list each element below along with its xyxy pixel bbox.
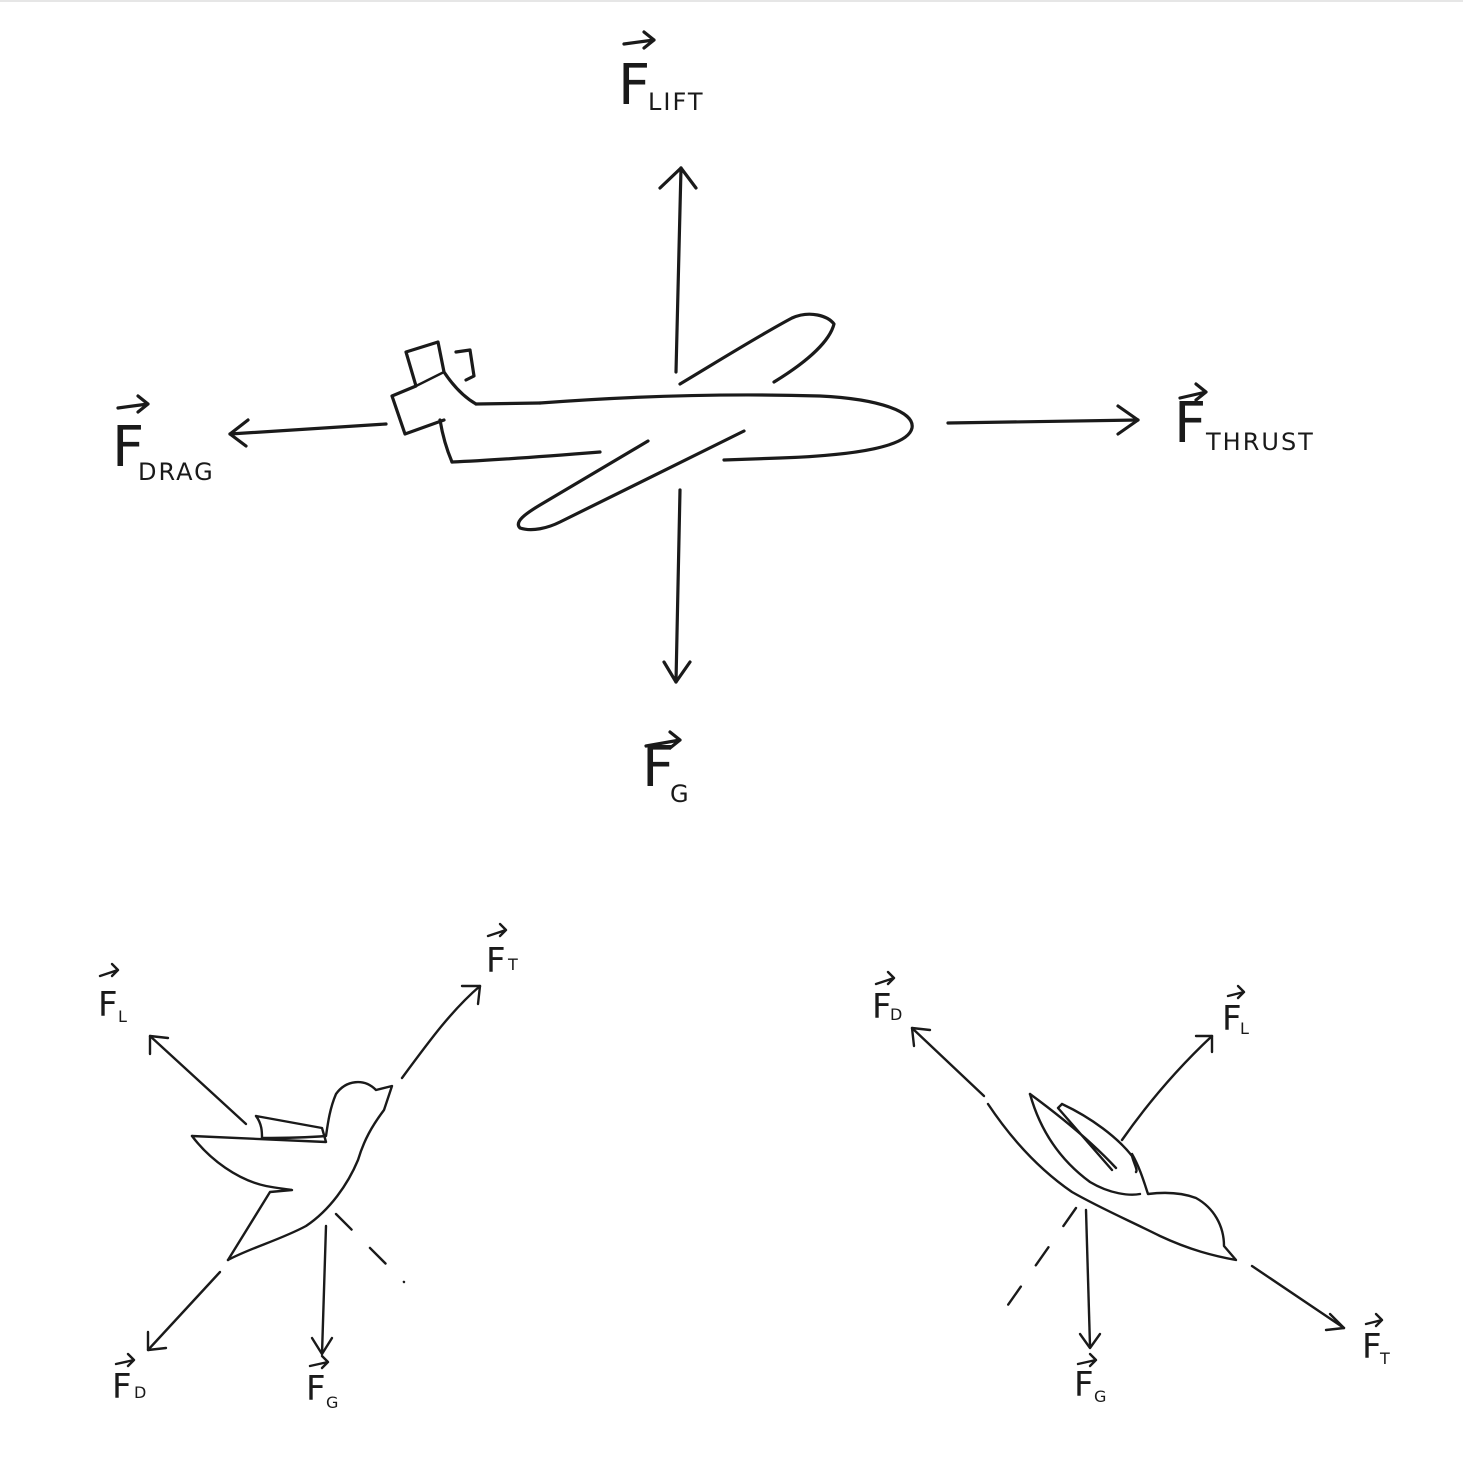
- bird-diving-gravity-symbol: F: [1074, 1365, 1094, 1405]
- airplane-drag-subscript: DRAG: [138, 458, 215, 486]
- bird-diving-gravity-label: F G: [1074, 1352, 1106, 1406]
- bird-climbing-wing: [190, 1134, 294, 1262]
- bird-diving-thrust-subscript: T: [1379, 1349, 1390, 1368]
- airplane-fuselage: [538, 393, 914, 462]
- bird-climbing-lift-label: F L: [98, 962, 127, 1026]
- airplane-drag-arrow: [228, 418, 388, 448]
- airplane-gravity-label: F G: [642, 730, 691, 808]
- bird-diving-drag-label: F D: [872, 970, 902, 1027]
- airplane-near-wing: [516, 429, 746, 532]
- bird-diving-group: F D F L F T F G: [872, 970, 1390, 1406]
- airplane-thrust-subscript: THRUST: [1205, 428, 1315, 456]
- airplane-lift-label: F LIFT: [618, 30, 705, 118]
- airplane-belly: [450, 450, 602, 464]
- airplane-group: F LIFT F DRAG F THRUST F G: [112, 30, 1315, 808]
- bird-climbing-gravity-arrow: [310, 1224, 334, 1356]
- airplane-lift-arrow: [658, 166, 698, 374]
- bird-climbing-drag-arrow: [146, 1270, 222, 1352]
- bird-climbing-group: F L F T F D F G: [98, 922, 518, 1412]
- bird-diving-gravity-subscript: G: [1094, 1387, 1106, 1406]
- bird-climbing-wing-top: [190, 1114, 328, 1144]
- bird-diving-lift-label: F L: [1222, 984, 1249, 1039]
- bird-diving-thrust-label: F T: [1362, 1312, 1390, 1368]
- bird-climbing-thrust-subscript: T: [507, 955, 518, 974]
- bird-climbing-lift-arrow: [148, 1034, 248, 1126]
- bird-diving-drag-arrow: [910, 1026, 986, 1098]
- airplane-tail-lower: [438, 418, 454, 464]
- bird-diving-drag-symbol: F: [872, 987, 892, 1027]
- airplane-tail-detail: [414, 370, 446, 388]
- bird-diving-wing-far: [1028, 1092, 1142, 1196]
- bird-diving-reference-line: [994, 1206, 1078, 1324]
- bird-climbing-gravity-symbol: F: [306, 1369, 326, 1409]
- bird-climbing-body: [226, 1081, 394, 1262]
- airplane-thrust-arrow: [946, 404, 1140, 436]
- airplane-tail-stab: [454, 348, 476, 382]
- bird-climbing-thrust-arrow: [400, 984, 482, 1080]
- airplane-far-wing: [678, 312, 836, 386]
- airplane-lift-subscript: LIFT: [648, 88, 705, 116]
- bird-diving-body: [986, 1102, 1238, 1262]
- airplane-lift-symbol: F: [618, 53, 650, 118]
- bird-diving-lift-arrow: [1120, 1034, 1214, 1142]
- airplane-thrust-label: F THRUST: [1174, 382, 1315, 456]
- bird-climbing-reference-line: [334, 1212, 406, 1284]
- bird-climbing-drag-label: F D: [112, 1352, 146, 1407]
- bird-climbing-drag-subscript: D: [134, 1383, 146, 1402]
- airplane-gravity-arrow: [662, 488, 692, 684]
- bird-diving-lift-symbol: F: [1222, 999, 1242, 1039]
- bird-climbing-thrust-symbol: F: [486, 941, 506, 981]
- airplane-fuselage-top: [474, 401, 542, 406]
- airplane-thrust-symbol: F: [1174, 391, 1206, 456]
- airplane-drag-label: F DRAG: [112, 394, 215, 486]
- bird-climbing-gravity-subscript: G: [326, 1393, 338, 1412]
- bird-climbing-drag-symbol: F: [112, 1367, 132, 1407]
- top-divider: [0, 0, 1463, 2]
- bird-diving-gravity-arrow: [1078, 1208, 1102, 1350]
- bird-diving-wing-near: [1028, 1092, 1138, 1174]
- bird-diving-drag-subscript: D: [890, 1005, 902, 1024]
- airplane-gravity-symbol: F: [642, 735, 674, 800]
- bird-diving-thrust-arrow: [1250, 1264, 1346, 1332]
- bird-diving-lift-subscript: L: [1240, 1019, 1249, 1038]
- airplane-gravity-subscript: G: [670, 780, 691, 808]
- bird-diving-thrust-symbol: F: [1362, 1327, 1382, 1367]
- bird-climbing-lift-symbol: F: [98, 985, 118, 1025]
- bird-climbing-gravity-label: F G: [306, 1354, 338, 1412]
- bird-climbing-thrust-label: F T: [486, 922, 518, 981]
- bird-climbing-lift-subscript: L: [118, 1007, 127, 1026]
- airplane-drag-symbol: F: [112, 415, 144, 480]
- airplane-tail-fin: [390, 340, 478, 436]
